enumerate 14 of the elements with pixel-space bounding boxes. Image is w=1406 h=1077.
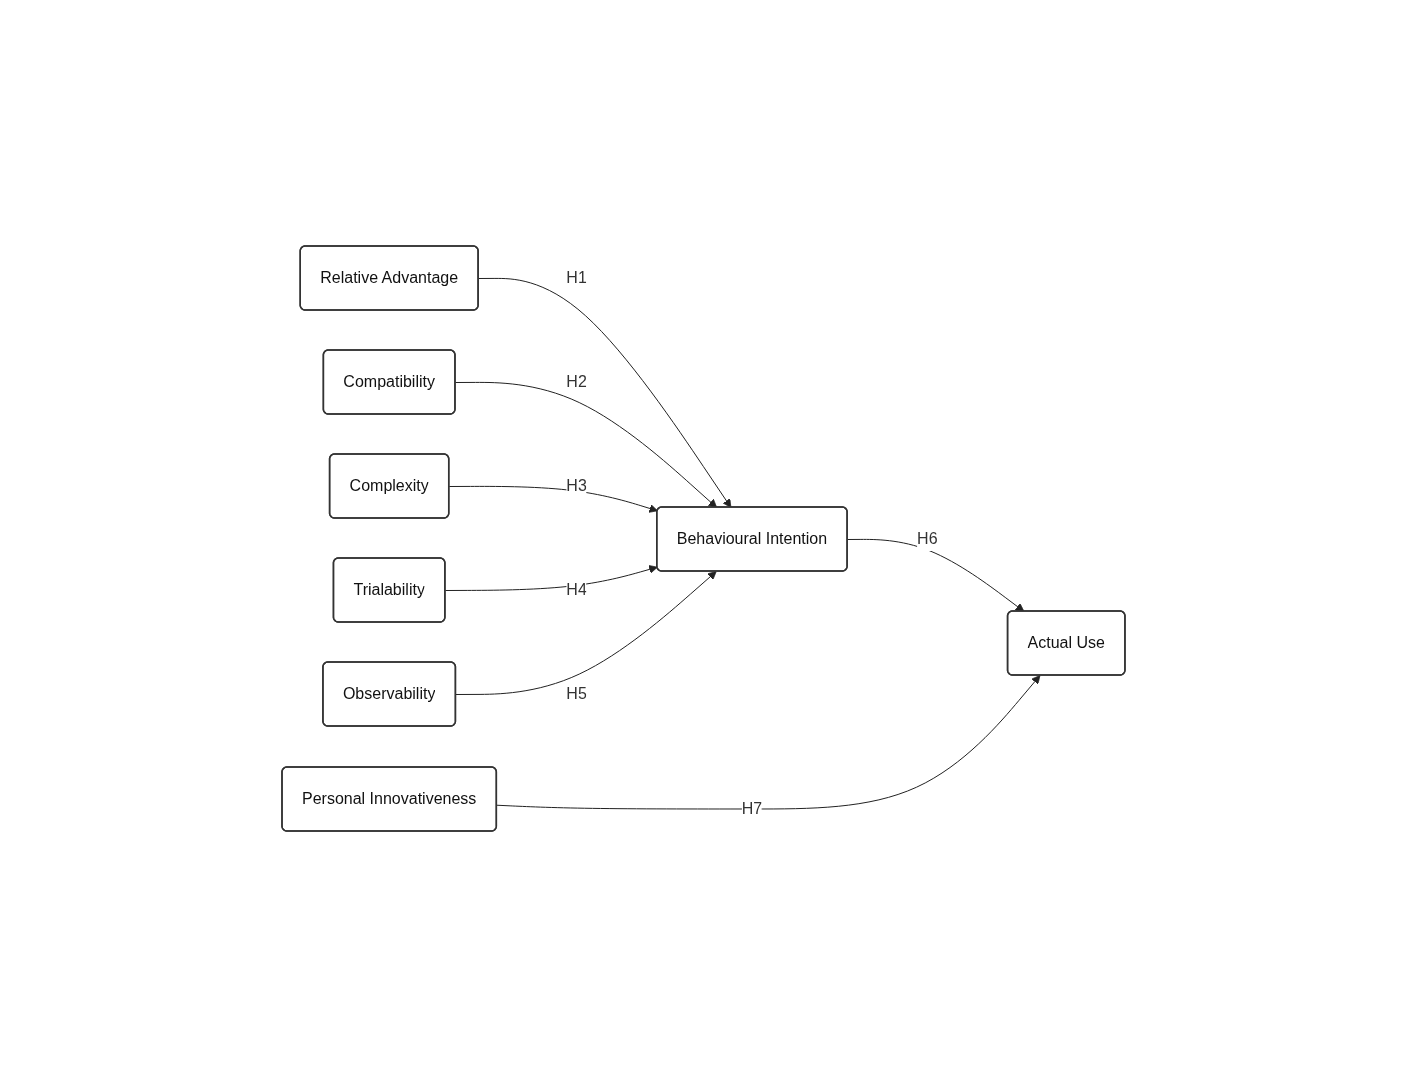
arrow [846, 538, 1024, 612]
edge-label: H3 [565, 477, 587, 494]
arrow [477, 277, 731, 508]
arrow [495, 675, 1040, 810]
arrow [454, 381, 717, 508]
arrow [444, 565, 658, 591]
edge-label: H4 [565, 581, 587, 598]
edge-label: H6 [916, 530, 938, 547]
arrow [448, 485, 658, 513]
edge-label: H1 [565, 269, 587, 286]
edge-label: H2 [565, 373, 587, 390]
edge-label: H5 [565, 685, 587, 702]
arrow [454, 571, 717, 695]
edge-label: H7 [741, 800, 762, 817]
